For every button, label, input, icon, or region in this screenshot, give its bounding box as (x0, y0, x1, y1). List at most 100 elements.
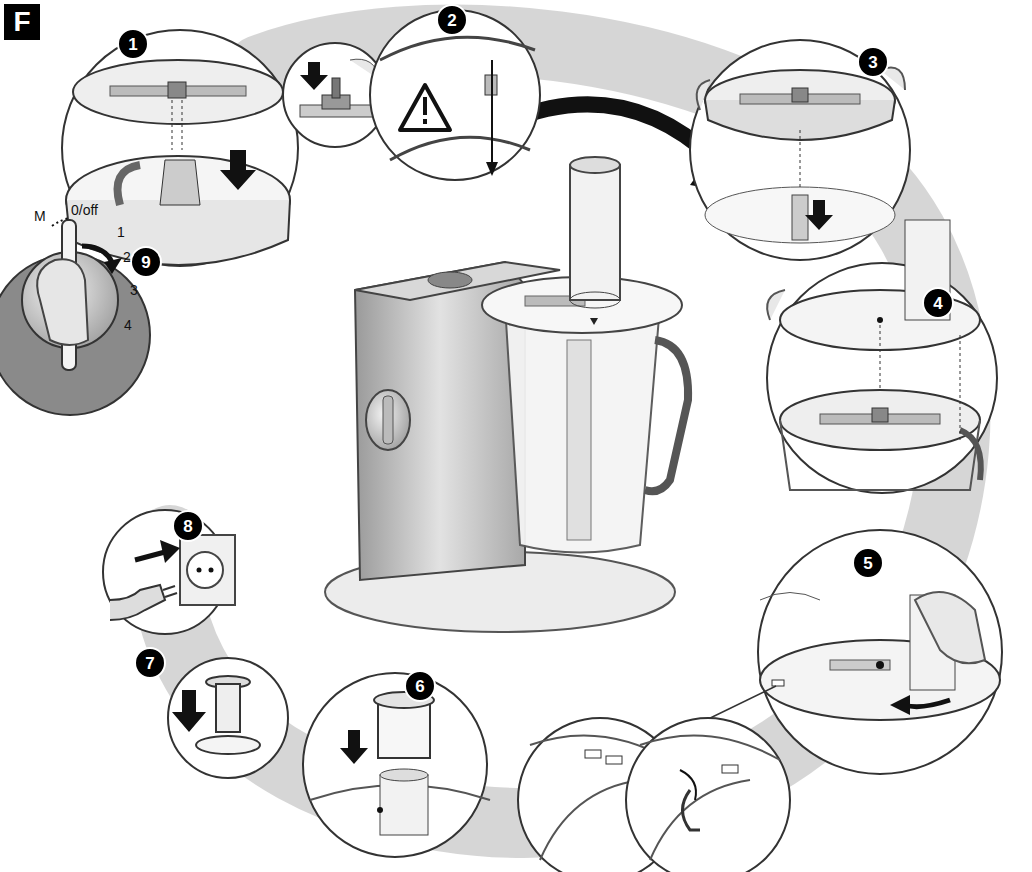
step-3-inset-part (697, 80, 710, 110)
step-7-inset-part (216, 684, 240, 732)
step-4-inset (767, 220, 997, 493)
step-2-inset-part (423, 97, 427, 115)
step-5-inset-part (915, 592, 985, 663)
dial-setting: M (34, 209, 46, 223)
step-4-inset-part (767, 263, 997, 493)
step-1-inset-part (160, 160, 200, 205)
step-4-inset-part (877, 317, 883, 323)
step-2-inset-part (486, 162, 498, 176)
step-5-inset-part (876, 661, 884, 669)
food-processor-part (570, 165, 620, 300)
step-5-inset-part (758, 530, 1002, 774)
callout-number: 1 (117, 28, 149, 60)
step-8-inset-part (160, 540, 180, 563)
callout-number: 8 (172, 510, 204, 542)
step-3-inset-part (805, 200, 833, 230)
latch-detail-insets (518, 718, 790, 872)
food-processor (325, 157, 688, 632)
step-7-inset-part (168, 658, 288, 778)
step-8-inset-part (110, 585, 165, 620)
latch-detail-insets-part (606, 756, 622, 764)
food-processor-part (428, 272, 472, 288)
food-processor-part (383, 396, 393, 444)
food-processor-part (590, 318, 598, 325)
step-1-inset (62, 30, 387, 266)
dial-setting: 4 (124, 318, 132, 332)
dial-setting: 1 (117, 225, 125, 239)
step-9-dial-part (82, 246, 112, 262)
step-1-inset-part (332, 78, 340, 98)
step-9-dial-part (22, 252, 118, 348)
step-4-inset-part (780, 390, 980, 450)
food-processor-part (570, 292, 620, 308)
step-3-inset-part (705, 187, 895, 243)
step-1-inset-part (220, 150, 256, 190)
step-5-inset-part (830, 660, 890, 670)
step-8-inset-part (135, 552, 165, 560)
latch-detail-insets-part (683, 790, 701, 830)
step-3-inset-part (690, 40, 910, 260)
food-processor-part (645, 340, 688, 491)
step-6-inset-part (303, 673, 487, 857)
latch-detail-insets-part (585, 750, 601, 758)
latch-detail-insets-part (640, 735, 780, 760)
step-3-inset-part (792, 88, 808, 102)
step-9-dial-part (0, 255, 150, 415)
callout-number: 3 (857, 46, 889, 78)
step-2-inset-part (390, 137, 530, 160)
step-5-inset-part (772, 680, 784, 686)
step-4-inset-part (767, 290, 785, 320)
step-9-dial (0, 210, 150, 415)
step-8-inset (103, 510, 235, 634)
step-1-inset-part (62, 30, 298, 266)
step-5-inset (758, 530, 1002, 774)
latch-detail-insets-part (650, 780, 750, 860)
step-3-inset-part (705, 100, 895, 140)
latch-detail-insets-part (626, 718, 790, 872)
step-9-dial-part (104, 258, 122, 274)
food-processor-part (366, 390, 410, 450)
callout-number: 2 (436, 4, 468, 36)
step-6-inset-part (380, 769, 428, 781)
step-4-inset-part (880, 325, 881, 400)
step-2-inset-part (423, 119, 427, 124)
latch-detail-insets-part (680, 770, 696, 800)
step-1-inset-part (182, 100, 183, 150)
step-7-inset-part (172, 690, 206, 732)
step-8-inset-part (165, 593, 177, 597)
callout-number: 9 (130, 246, 162, 278)
step-1-inset-part (300, 62, 328, 90)
step-6-inset-part (380, 775, 428, 835)
callout-number: 7 (134, 647, 166, 679)
step-2-inset-part (491, 60, 493, 170)
dial-setting: 0/off (71, 203, 98, 217)
step-3-inset (690, 40, 910, 260)
step-4-inset-part (960, 430, 981, 480)
figure-letter: F (4, 4, 40, 40)
step-6-inset-part (377, 807, 383, 813)
step-3-inset-part (800, 130, 801, 190)
step-8-inset-part (180, 535, 235, 605)
step-1-inset-part (168, 82, 186, 98)
step-1-inset-part (172, 100, 173, 150)
step-8-inset-part (209, 568, 214, 573)
dial-setting: 2 (123, 250, 131, 264)
step-5-inset-part (760, 593, 820, 601)
step-7-inset-part (196, 736, 260, 754)
food-processor-part (570, 157, 620, 173)
step-6-inset-part (340, 730, 368, 764)
dial-setting: 3 (130, 283, 138, 297)
callout-number: 5 (852, 547, 884, 579)
latch-detail-insets-part (722, 765, 738, 773)
step-6-inset (303, 673, 490, 857)
step-4-inset-part (960, 335, 961, 440)
step-9-dial-part (37, 259, 88, 345)
step-2-inset-part (380, 37, 535, 60)
step-3-inset-part (792, 195, 808, 240)
food-processor-part (505, 305, 660, 553)
step-5-inset-part (890, 695, 910, 715)
step-5-inset-part (905, 700, 950, 707)
step-1-inset-part (66, 200, 290, 265)
